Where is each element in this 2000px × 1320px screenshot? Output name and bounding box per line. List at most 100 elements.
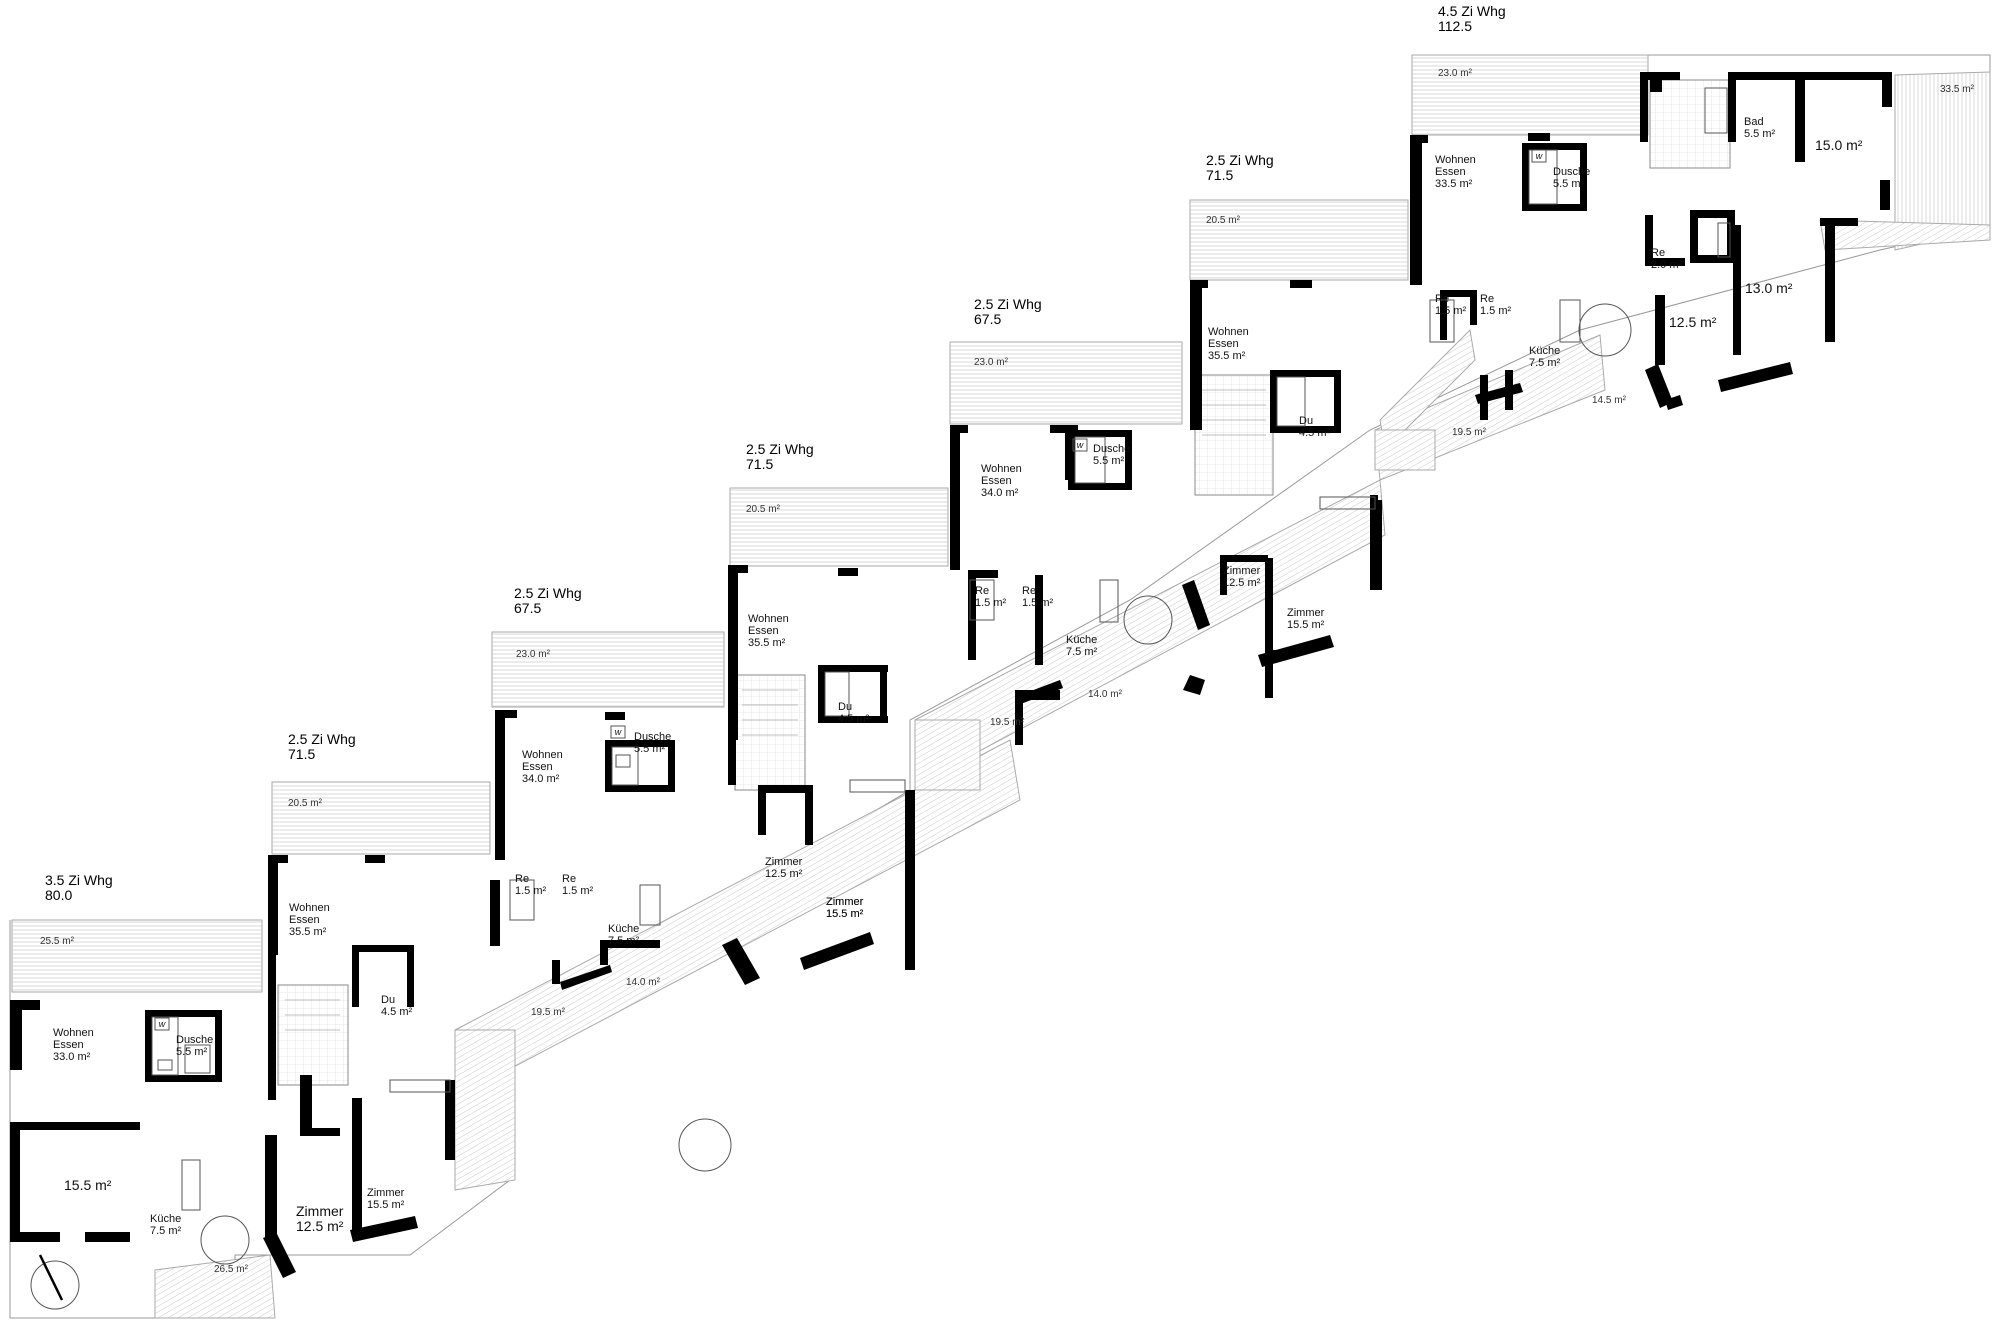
room-name-32: Küche — [1529, 345, 1560, 357]
room-name-22: Re — [1022, 585, 1036, 597]
stair-strip-2 — [914, 719, 981, 791]
room-name-24: Essen — [1208, 338, 1239, 350]
room-area-9: 15.5 m² — [826, 908, 864, 920]
wc-markers: w w w w — [154, 149, 1547, 1031]
unit-type-3: 2.5 Zi Whg — [514, 585, 582, 601]
room-area-8: 4.5 m² — [381, 1006, 413, 1018]
room-area-23: 7.5 m² — [1066, 646, 1098, 658]
stair-strip-4 — [1819, 219, 1991, 251]
terrace-area-2: 20.5 m² — [288, 798, 323, 809]
room-area-35: 2.0 m² — [1651, 259, 1683, 271]
room-name-28: Wohnen — [1435, 154, 1476, 166]
terrace-area-8: 33.5 m² — [1940, 84, 1975, 95]
room-name-35: Re — [1651, 247, 1665, 259]
terrace-6 — [1189, 199, 1409, 281]
walls — [10, 72, 1892, 1278]
room-name-28: Essen — [1435, 166, 1466, 178]
room-area-1: 33.0 m² — [53, 1051, 91, 1063]
stair-strip-3 — [1374, 429, 1436, 471]
room-area-11: 5.5 m² — [634, 743, 666, 755]
room-name-21: Re — [975, 585, 989, 597]
room-area-27: 15.5 m² — [1287, 619, 1325, 631]
room-name-20: Dusche — [1093, 443, 1130, 455]
unit-size-4: 71.5 — [746, 456, 773, 472]
unit-size-6: 71.5 — [1206, 167, 1233, 183]
fixture-w-1: w — [159, 1019, 166, 1029]
unit-size-1: 80.0 — [45, 887, 72, 903]
fixture-w-2: w — [615, 727, 622, 737]
unit-labels: 3.5 Zi Whg 80.0 2.5 Zi Whg 71.5 2.5 Zi W… — [45, 3, 1506, 903]
room-area-3: 15.5 m² — [64, 1177, 112, 1193]
room-name-30: Re — [1435, 293, 1449, 305]
terrace-area-9: 26.5 m² — [214, 1264, 249, 1275]
terrace-4 — [729, 487, 949, 567]
terrace-area-7: 23.0 m² — [1438, 68, 1473, 79]
stair-cores — [277, 79, 1731, 1086]
terrace-area-15: 14.5 m² — [1592, 395, 1627, 406]
unit-size-2: 71.5 — [288, 746, 315, 762]
room-name-13: Re — [562, 873, 576, 885]
room-name-7: Essen — [289, 914, 320, 926]
terrace-area-14: 19.5 m² — [1452, 427, 1487, 438]
terrace-2 — [271, 781, 491, 855]
room-name-17: Wohnen — [748, 613, 789, 625]
balcony-strip-1 — [454, 739, 1021, 1091]
unit-size-7: 112.5 — [1438, 18, 1472, 34]
terrace-7 — [1411, 54, 1649, 136]
terrace-area-3: 23.0 m² — [516, 649, 551, 660]
terrace-area-5: 23.0 m² — [974, 357, 1009, 368]
room-area-21: 1.5 m² — [975, 597, 1007, 609]
room-area-4: 7.5 m² — [150, 1225, 182, 1237]
room-name-31: Re — [1480, 293, 1494, 305]
room-area-28: 33.5 m² — [1435, 178, 1473, 190]
room-area-26: 12.5 m² — [1223, 577, 1261, 589]
room-name-12: Re — [515, 873, 529, 885]
room-name-8: Du — [381, 994, 395, 1006]
room-area-29: 5.5 m² — [1553, 178, 1585, 190]
room-area-19: 34.0 m² — [981, 487, 1019, 499]
room-area-16: 15.5 m² — [826, 908, 864, 920]
unit-type-6: 2.5 Zi Whg — [1206, 152, 1274, 168]
room-name-16: Zimmer — [826, 896, 864, 908]
fixture-w-3: w — [1077, 440, 1084, 450]
room-area-14: 7.5 m² — [608, 935, 640, 947]
room-name-17: Essen — [748, 625, 779, 637]
room-area-5: 12.5 m² — [296, 1218, 344, 1234]
room-area-33: 5.5 m² — [1744, 128, 1776, 140]
terrace-area-10: 19.5 m² — [531, 1007, 566, 1018]
terrace-5 — [949, 341, 1183, 425]
room-area-12: 1.5 m² — [515, 885, 547, 897]
unit-type-4: 2.5 Zi Whg — [746, 441, 814, 457]
room-area-20: 5.5 m² — [1093, 455, 1125, 467]
room-name-25: Du — [1299, 415, 1313, 427]
room-name-18: Du — [838, 701, 852, 713]
room-name-19: Essen — [981, 475, 1012, 487]
room-name-9: Zimmer — [826, 896, 864, 908]
terrace-area-4: 20.5 m² — [746, 504, 781, 515]
room-name-14: Küche — [608, 923, 639, 935]
room-area-36: 13.0 m² — [1745, 280, 1793, 296]
corner-terrace — [154, 1254, 276, 1319]
terrace-3 — [491, 631, 725, 708]
room-area-18: 4.5 m² — [838, 713, 870, 725]
stair-strip-1 — [454, 1029, 516, 1191]
room-name-2: Dusche — [176, 1034, 213, 1046]
room-name-33: Bad — [1744, 116, 1764, 128]
unit-type-1: 3.5 Zi Whg — [45, 872, 113, 888]
terrace-1 — [11, 919, 263, 993]
room-name-23: Küche — [1066, 634, 1097, 646]
room-area-2: 5.5 m² — [176, 1046, 208, 1058]
unit-type-5: 2.5 Zi Whg — [974, 296, 1042, 312]
room-area-30: 1.5 m² — [1435, 305, 1467, 317]
room-name-7: Wohnen — [289, 902, 330, 914]
room-name-6: Zimmer — [367, 1187, 405, 1199]
room-name-24: Wohnen — [1208, 326, 1249, 338]
room-area-34: 15.0 m² — [1815, 137, 1863, 153]
room-name-1: Essen — [53, 1039, 84, 1051]
room-name-1: Wohnen — [53, 1027, 94, 1039]
room-name-29: Dusche — [1553, 166, 1590, 178]
room-area-15: 12.5 m² — [765, 868, 803, 880]
room-area-7: 35.5 m² — [289, 926, 327, 938]
